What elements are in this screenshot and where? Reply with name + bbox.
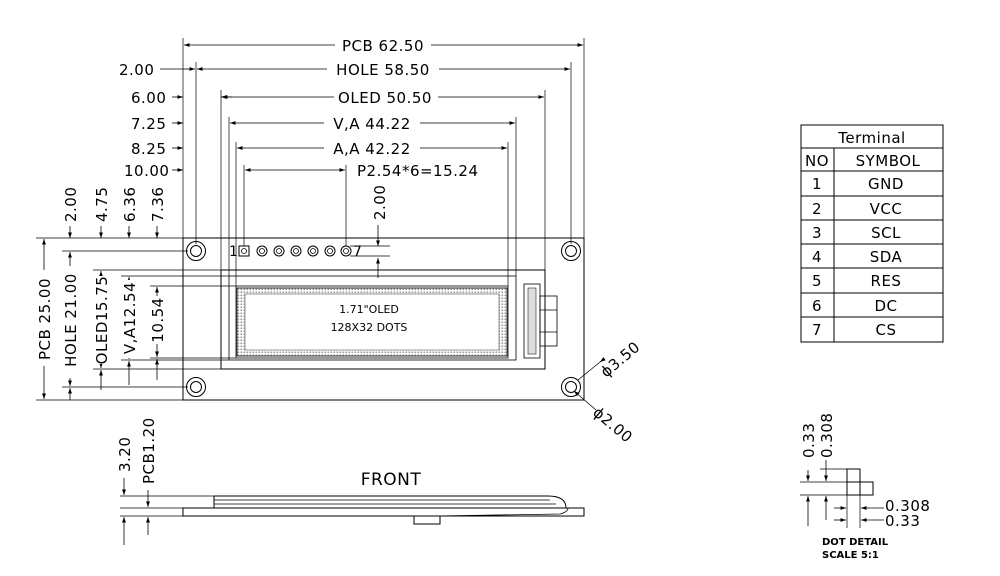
- side-view: FRONT: [120, 470, 585, 525]
- oled-width-label: OLED 50.50: [338, 89, 432, 107]
- dim-pcb-thickness: PCB1.20: [140, 417, 158, 535]
- va-height-label: V,A12.54: [121, 282, 139, 354]
- extension-lines-left: [36, 237, 236, 401]
- left-2-label: 2.00: [62, 187, 80, 222]
- flex-connector: [523, 283, 558, 359]
- terminal-row-symbol: VCC: [870, 200, 903, 218]
- dot-v1-label: 0.33: [800, 423, 818, 458]
- terminal-table: Terminal NO SYMBOL 1 GND 2 VCC 3 SCL 4 S…: [800, 124, 944, 343]
- pin-7-label: 7: [353, 244, 362, 260]
- thickness-label: 3.20: [116, 437, 134, 472]
- terminal-title: Terminal: [837, 129, 905, 147]
- dim-oled-width: OLED 50.50: [222, 88, 544, 107]
- dot-h2-label: 0.33: [885, 512, 920, 530]
- terminal-row-no: 3: [812, 224, 822, 242]
- active-area: 1.71"OLED 128X32 DOTS: [236, 287, 508, 357]
- left-736-label: 7.36: [149, 187, 167, 222]
- terminal-row-no: 4: [812, 248, 822, 266]
- aa-width-label: A,A 42.22: [333, 140, 411, 158]
- pitch-label: P2.54*6=15.24: [357, 162, 479, 180]
- terminal-row-symbol: CS: [876, 321, 897, 339]
- dim-offset-pin: 10.00: [124, 162, 183, 180]
- mounting-hole-top-right: [561, 241, 581, 261]
- dim-hole-diameter: ϕ3.50: [577, 338, 644, 381]
- dot-caption1: DOT DETAIL: [822, 537, 889, 548]
- off-pin-label: 10.00: [124, 162, 169, 180]
- pad-dia-label: ϕ2.00: [589, 403, 636, 446]
- terminal-row-symbol: GND: [868, 175, 904, 193]
- off-va-label: 7.25: [131, 115, 166, 133]
- dot-v2-label: 0.308: [818, 413, 836, 458]
- dim-thickness: 3.20: [116, 437, 134, 545]
- terminal-row-no: 1: [812, 175, 822, 193]
- pin-1-label: 1: [229, 244, 238, 260]
- mounting-hole-bottom-right: [561, 377, 581, 397]
- oled-glass: [220, 269, 546, 370]
- dim-pin-top: 2.00: [350, 185, 390, 278]
- hole-width-label: HOLE 58.50: [336, 61, 430, 79]
- dim-hole-width: HOLE 58.50: [197, 60, 570, 79]
- dot-h1-label: 0.308: [885, 497, 930, 515]
- left-636-label: 6.36: [121, 187, 139, 222]
- terminal-row-no: 2: [812, 200, 822, 218]
- terminal-col-symbol: SYMBOL: [856, 152, 921, 170]
- dim-oled-height: OLED15.75: [92, 271, 111, 368]
- pcb-height-label: PCB 25.00: [36, 278, 54, 360]
- dim-va-width: V,A 44.22: [230, 114, 515, 133]
- terminal-row-symbol: DC: [874, 297, 897, 315]
- dim-offset-aa: 8.25: [131, 140, 183, 158]
- off-aa-label: 8.25: [131, 140, 166, 158]
- dim-offset-oled: 6.00: [131, 89, 232, 107]
- pcb-width-label: PCB 62.50: [342, 37, 424, 55]
- pin-header: 1 7: [229, 244, 362, 260]
- mounting-hole-bottom-left: [186, 377, 206, 397]
- front-label: FRONT: [361, 470, 422, 490]
- dim-va-height: V,A12.54: [120, 277, 139, 359]
- pin-top-label: 2.00: [371, 185, 389, 220]
- dim-left-offsets: 2.00 4.75 6.36 7.36: [62, 187, 167, 400]
- dim-offset-va: 7.25: [131, 115, 183, 133]
- dot-detail: 0.33 0.308 0.308 0.33 DOT DETAIL SCALE 5…: [800, 413, 930, 561]
- terminal-row-no: 6: [812, 297, 822, 315]
- dim-hole-height: HOLE 21.00: [61, 252, 80, 386]
- oled-height-label: OLED15.75: [93, 276, 111, 365]
- dim-aa-width: A,A 42.22: [237, 139, 507, 158]
- display-text-line1: 1.71"OLED: [339, 303, 399, 316]
- hole-height-label: HOLE 21.00: [62, 273, 80, 367]
- terminal-row-symbol: SDA: [870, 248, 903, 266]
- dim-pcb-width: PCB 62.50: [184, 36, 583, 55]
- aa-height-label: 10.54: [149, 297, 167, 342]
- dot-caption2: SCALE 5:1: [822, 550, 879, 561]
- left-475-label: 4.75: [93, 187, 111, 222]
- dim-aa-height: 10.54: [148, 287, 167, 357]
- terminal-row-no: 7: [812, 321, 822, 339]
- off-hole-label: 2.00: [119, 61, 154, 79]
- off-oled-label: 6.00: [131, 89, 166, 107]
- pcb-outline: [182, 237, 585, 401]
- display-text-line2: 128X32 DOTS: [331, 321, 408, 334]
- extension-lines-top: [182, 38, 585, 286]
- terminal-row-symbol: SCL: [871, 224, 901, 242]
- terminal-col-no: NO: [805, 152, 829, 170]
- pcb-thk-label: PCB1.20: [140, 417, 158, 484]
- va-width-label: V,A 44.22: [333, 115, 411, 133]
- terminal-row-no: 5: [812, 272, 822, 290]
- dim-offset-hole: 2.00: [119, 61, 195, 79]
- dim-pad-diameter: ϕ2.00: [573, 390, 636, 447]
- dim-pitch: P2.54*6=15.24: [245, 162, 479, 180]
- terminal-row-symbol: RES: [871, 272, 902, 290]
- dim-pcb-height: PCB 25.00: [35, 239, 54, 399]
- mounting-hole-top-left: [186, 241, 206, 261]
